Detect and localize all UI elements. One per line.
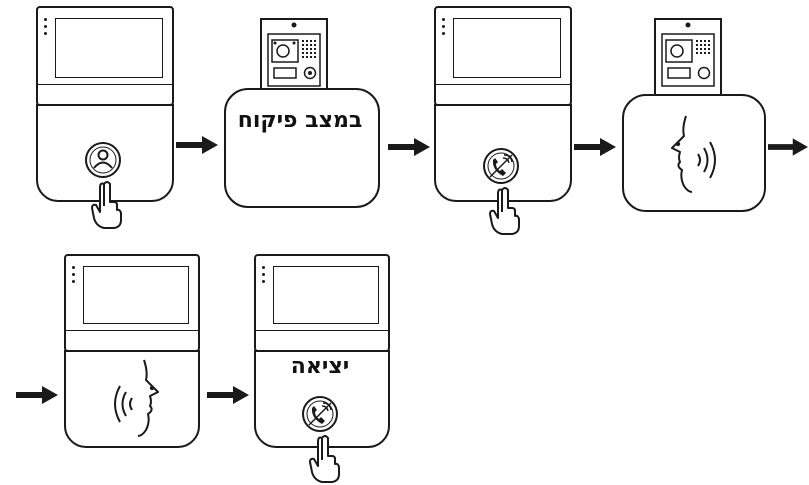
pointing-hand-icon [91,181,122,229]
face-speaking-icon [671,115,716,193]
right-arrow-icon [16,386,58,404]
pointing-hand-icon [489,187,520,235]
face-speaking-icon [114,359,159,437]
handset-in-circle-icon [483,148,519,184]
monitor-indicator-dots [44,18,48,36]
step-4-visitor-speaks [618,0,768,235]
speaking-panel [622,94,766,212]
exit-caption: יציאה [290,354,350,379]
outdoor-station-icon [654,18,722,104]
indoor-monitor [36,6,174,106]
monitor-indicator-dots [72,266,76,284]
person-in-circle-icon [85,142,121,178]
step-5-user-speaks [62,250,212,450]
right-arrow-icon [207,386,249,404]
monitor-button-strip [256,330,388,345]
monitor-screen [55,18,163,78]
monitor-button-strip [38,84,172,99]
right-arrow-icon [574,138,616,156]
monitor-screen [273,266,379,324]
indoor-monitor [434,6,572,106]
step-2-monitoring-mode: במצב פיקוח [218,0,388,235]
indoor-monitor [254,254,390,352]
step-6-exit: יציאה [252,250,402,485]
right-arrow-icon [768,138,808,156]
monitor-button-strip [66,330,198,345]
indoor-monitor [64,254,200,352]
monitoring-mode-caption: במצב פיקוח [237,108,363,133]
monitor-indicator-dots [262,266,266,284]
right-arrow-icon [388,138,430,156]
monitor-screen [453,18,561,78]
step-3-press-talk [430,0,580,240]
handset-in-circle-icon [302,396,338,432]
monitor-button-strip [436,84,570,99]
step-1-press-monitor [0,0,180,235]
status-panel [224,88,380,208]
right-arrow-icon [176,136,218,154]
monitor-screen [83,266,189,324]
monitor-indicator-dots [442,18,446,36]
pointing-hand-icon [309,435,340,483]
